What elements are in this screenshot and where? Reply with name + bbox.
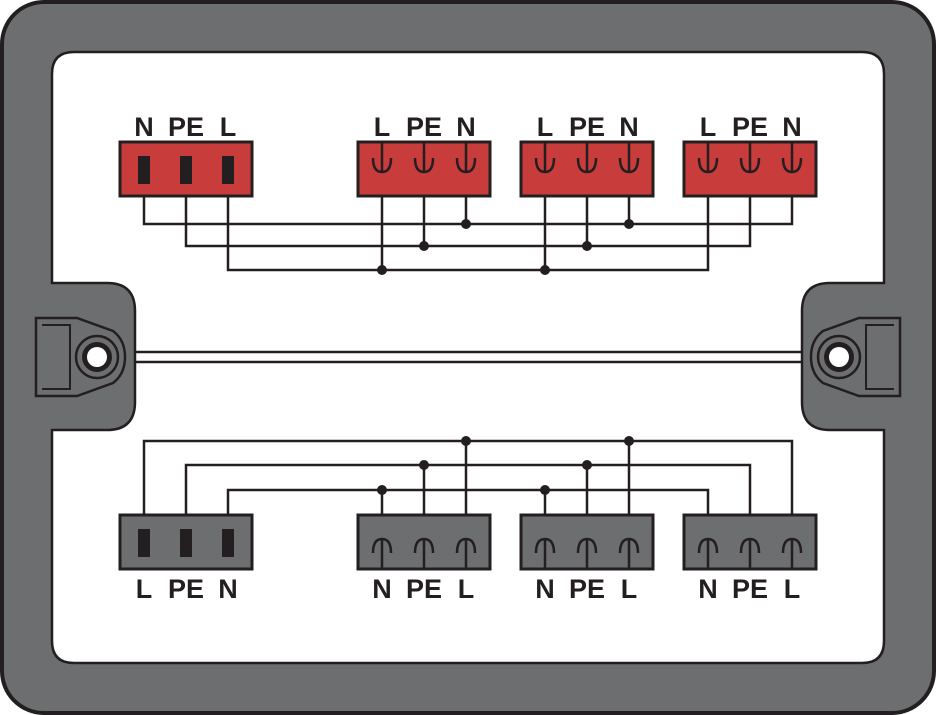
terminal-label: PE bbox=[569, 574, 605, 604]
terminal-label: PE bbox=[168, 112, 204, 142]
bottom-connector-2[interactable]: N PE L bbox=[356, 513, 492, 604]
pin-icon bbox=[222, 156, 234, 184]
junction-dot bbox=[461, 219, 471, 229]
screw-hole-icon[interactable] bbox=[87, 347, 107, 367]
top-connector-3[interactable]: L PE N bbox=[519, 112, 655, 198]
mounting-lug-right bbox=[809, 316, 902, 398]
pin-icon bbox=[180, 529, 192, 557]
terminal-label: L bbox=[784, 574, 801, 604]
top-connector-2[interactable]: L PE N bbox=[356, 112, 492, 198]
pin-icon bbox=[180, 156, 192, 184]
junction-dot bbox=[582, 241, 592, 251]
mounting-lug-left bbox=[34, 316, 127, 398]
terminal-label: L bbox=[136, 574, 153, 604]
pin-icon bbox=[138, 529, 150, 557]
terminal-label: L bbox=[700, 112, 717, 142]
wire bbox=[226, 196, 710, 272]
junction-dot bbox=[582, 460, 592, 470]
terminal-label: PE bbox=[406, 112, 442, 142]
terminal-label: PE bbox=[569, 112, 605, 142]
terminal-label: N bbox=[698, 574, 718, 604]
terminal-label: N bbox=[619, 112, 639, 142]
terminal-label: L bbox=[458, 574, 475, 604]
bottom-connector-3[interactable]: N PE L bbox=[519, 513, 655, 604]
terminal-label: L bbox=[374, 112, 391, 142]
pin-icon bbox=[222, 529, 234, 557]
bottom-connector-4[interactable]: N PE L bbox=[682, 513, 818, 604]
top-connector-4[interactable]: L PE N bbox=[682, 112, 818, 198]
screw-hole-icon[interactable] bbox=[829, 347, 849, 367]
screw-ring-icon bbox=[74, 334, 120, 380]
terminal-label: N bbox=[134, 112, 154, 142]
wire bbox=[226, 488, 710, 515]
junction-dot bbox=[624, 436, 634, 446]
pin-icon bbox=[138, 156, 150, 184]
terminal-label: PE bbox=[732, 574, 768, 604]
screw-ring-icon bbox=[816, 334, 862, 380]
junction-dot bbox=[419, 241, 429, 251]
terminal-label: N bbox=[372, 574, 392, 604]
inner-panel bbox=[50, 50, 886, 665]
connectors: N PE L L PE N L PE N L PE N L PE N N PE L N PE L N PE L bbox=[118, 112, 818, 604]
junction-dot bbox=[540, 485, 550, 495]
terminal-label: PE bbox=[406, 574, 442, 604]
terminal-label: PE bbox=[168, 574, 204, 604]
junction-dot bbox=[624, 219, 634, 229]
divider-rail bbox=[135, 350, 802, 364]
terminal-label: N bbox=[218, 574, 238, 604]
junction-dot bbox=[461, 436, 471, 446]
terminal-label: L bbox=[220, 112, 237, 142]
wire bbox=[184, 463, 752, 515]
junction-dot bbox=[377, 485, 387, 495]
wire bbox=[184, 196, 752, 248]
terminal-label: N bbox=[782, 112, 802, 142]
bottom-connector-1[interactable]: L PE N bbox=[118, 513, 254, 604]
terminal-label: L bbox=[537, 112, 554, 142]
junction-dot bbox=[419, 460, 429, 470]
wiring bbox=[142, 196, 794, 515]
junction-dot bbox=[377, 265, 387, 275]
terminal-label: N bbox=[456, 112, 476, 142]
terminal-label: N bbox=[535, 574, 555, 604]
junction-dot bbox=[540, 265, 550, 275]
terminal-label: PE bbox=[732, 112, 768, 142]
terminal-label: L bbox=[621, 574, 638, 604]
top-connector-1[interactable]: N PE L bbox=[118, 112, 254, 198]
